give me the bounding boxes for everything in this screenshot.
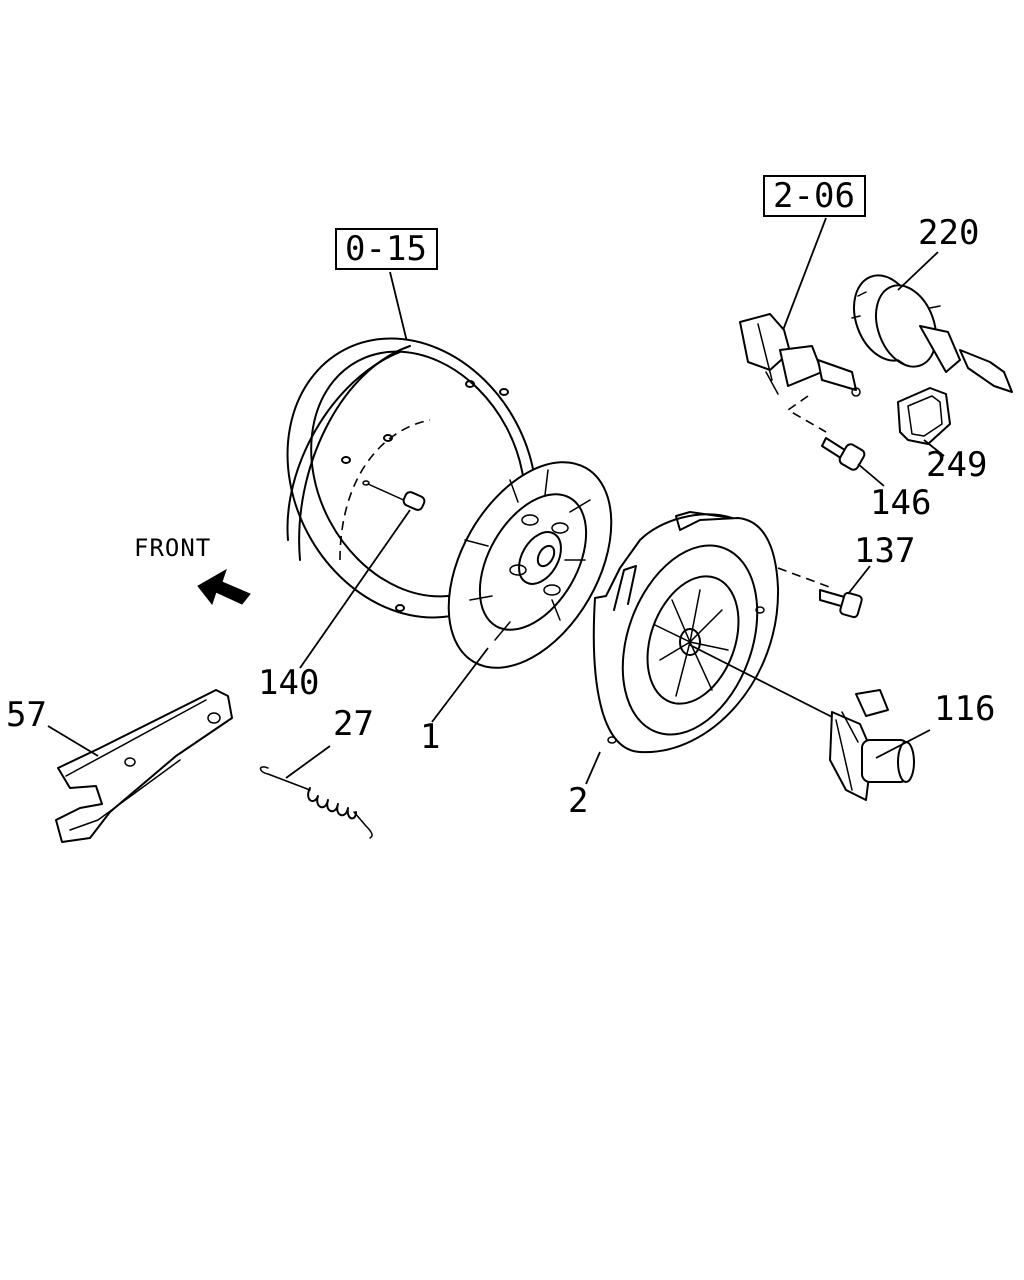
bolt[interactable] (821, 437, 866, 472)
gasket[interactable] (897, 387, 951, 445)
callout-gasket: 249 (926, 445, 987, 485)
reference-box-engine[interactable]: 0-15 (335, 228, 438, 270)
reference-box-cylinder-text: 2-06 (773, 176, 855, 216)
front-arrow-icon (197, 568, 251, 606)
callout-clutch-disc: 1 (420, 717, 440, 757)
reference-box-engine-text: 0-15 (345, 229, 427, 269)
slave-cylinder[interactable] (739, 313, 861, 397)
clutch-cover[interactable] (592, 511, 782, 754)
booster[interactable] (843, 266, 1013, 393)
cover-bolt[interactable] (819, 589, 863, 619)
callout-clutch-cover: 2 (568, 781, 588, 821)
fork[interactable] (55, 689, 233, 843)
callout-cover-bolt: 137 (854, 531, 915, 571)
callout-pin: 140 (258, 663, 319, 703)
callout-spring: 27 (333, 704, 374, 744)
callout-fork: 57 (6, 695, 47, 735)
spring[interactable] (259, 766, 373, 839)
callout-release-bearing: 116 (934, 689, 995, 729)
pin[interactable] (362, 480, 426, 511)
callout-booster: 220 (918, 213, 979, 253)
reference-box-cylinder[interactable]: 2-06 (763, 175, 866, 217)
release-bearing[interactable] (829, 689, 915, 801)
callout-bolt: 146 (870, 483, 931, 523)
front-label: FRONT (134, 534, 211, 562)
clutch-disc[interactable] (415, 434, 645, 696)
